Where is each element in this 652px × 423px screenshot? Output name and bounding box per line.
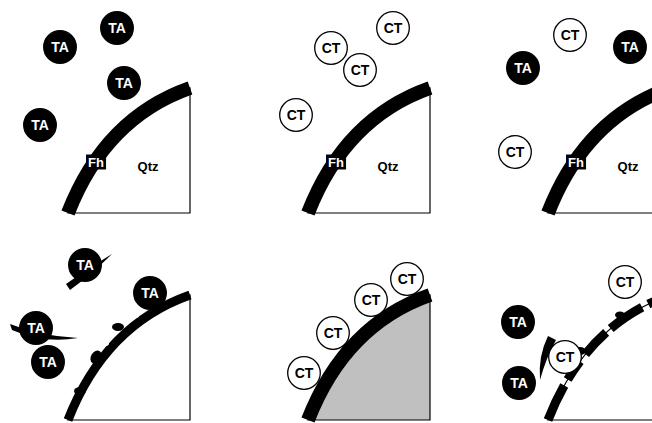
ta-particle: TA	[19, 311, 53, 345]
ta-particle: TA	[613, 30, 647, 64]
ta-particle: TA	[107, 66, 141, 100]
particle-label: TA	[510, 376, 528, 390]
grain-label: Qtz	[616, 159, 641, 174]
grain-label: Qtz	[376, 159, 401, 174]
ta-particle: TA	[502, 366, 536, 400]
particle-circle	[554, 19, 587, 52]
ct-particle: CT	[390, 262, 424, 296]
ct-particle: CT	[279, 98, 313, 132]
particle-label: CT	[287, 108, 306, 122]
particle-circle	[101, 12, 134, 45]
ct-particle: CT	[316, 316, 350, 350]
particle-label: TA	[31, 118, 49, 132]
particle-circle	[502, 306, 535, 339]
particle-circle	[280, 99, 313, 132]
ct-particle: CT	[354, 283, 388, 317]
particle-circle	[614, 31, 647, 64]
particle-circle	[549, 341, 582, 374]
quartz-grain	[548, 88, 652, 213]
grain-label: Qtz	[136, 159, 161, 174]
particle-label: CT	[324, 326, 343, 340]
particle-label: TA	[141, 286, 159, 300]
particle-label: TA	[51, 40, 69, 54]
particle-circle	[507, 52, 540, 85]
particle-circle	[503, 367, 536, 400]
quartz-grain	[308, 88, 430, 213]
particle-label: CT	[556, 350, 575, 364]
particle-label: CT	[398, 272, 417, 286]
particle-label: TA	[514, 61, 532, 75]
particle-circle	[391, 263, 424, 296]
particle-circle	[344, 54, 377, 87]
particle-label: TA	[509, 315, 527, 329]
particle-label: TA	[115, 76, 133, 90]
ta-particle: TA	[31, 345, 65, 379]
particle-label: TA	[76, 258, 94, 272]
particle-label: CT	[351, 63, 370, 77]
ct-particle: CT	[608, 265, 642, 299]
ct-particle: CT	[376, 11, 410, 45]
particle-circle	[499, 136, 532, 169]
ta-particle: TA	[43, 30, 77, 64]
ta-particle: TA	[23, 108, 57, 142]
particle-circle	[24, 109, 57, 142]
particle-label: CT	[384, 21, 403, 35]
eroded-grain	[68, 295, 190, 420]
ct-particle: CT	[553, 18, 587, 52]
ct-particle: CT	[548, 340, 582, 374]
particle-circle	[317, 317, 350, 350]
ct-particle: CT	[287, 356, 321, 390]
ta-particle: TA	[501, 305, 535, 339]
particle-circle	[609, 266, 642, 299]
particle-circle	[20, 312, 53, 345]
particle-circle	[315, 32, 348, 65]
particle-circle	[288, 357, 321, 390]
particle-label: CT	[362, 293, 381, 307]
ta-particle: TA	[100, 11, 134, 45]
particle-label: CT	[561, 28, 580, 42]
particle-circle	[44, 31, 77, 64]
particle-circle	[69, 249, 102, 282]
particle-label: CT	[322, 41, 341, 55]
ct-particle: CT	[498, 135, 532, 169]
particle-label: TA	[621, 40, 639, 54]
quartz-grain	[68, 88, 190, 213]
ta-particle: TA	[133, 276, 167, 310]
particle-label: CT	[506, 145, 525, 159]
particle-circle	[377, 12, 410, 45]
coating-label: Fh	[566, 155, 586, 170]
particle-label: CT	[295, 366, 314, 380]
particle-circle	[355, 284, 388, 317]
eroded-grain	[548, 295, 652, 420]
coating-label: Fh	[86, 155, 106, 170]
particle-label: CT	[616, 275, 635, 289]
particle-label: TA	[27, 321, 45, 335]
ta-particle: TA	[506, 51, 540, 85]
ct-particle: CT	[343, 53, 377, 87]
particle-label: TA	[39, 355, 57, 369]
coating-label: Fh	[326, 155, 346, 170]
ct-particle: CT	[314, 31, 348, 65]
ta-particle: TA	[68, 248, 102, 282]
particle-circle	[32, 346, 65, 379]
particle-label: TA	[108, 21, 126, 35]
particle-circle	[134, 277, 167, 310]
particle-circle	[108, 67, 141, 100]
